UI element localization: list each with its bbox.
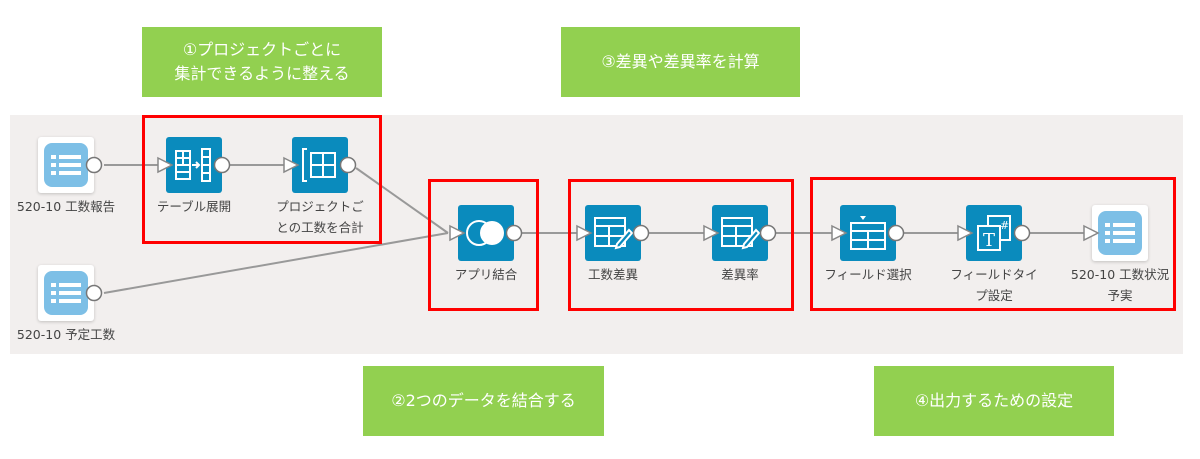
annotation-4: ④出力するための設定 (874, 366, 1114, 436)
node-sum[interactable] (292, 137, 348, 193)
svg-text:#: # (1000, 219, 1009, 232)
highlight-box-3 (568, 179, 794, 311)
output-port-icon[interactable] (887, 224, 905, 242)
input-port-icon[interactable] (575, 224, 593, 242)
node-join[interactable] (458, 205, 514, 261)
input-port-icon[interactable] (1082, 224, 1100, 242)
app-list-icon (44, 143, 88, 187)
node-label-output: 520-10 工数状況 予実 (1070, 267, 1170, 303)
output-port-icon[interactable] (632, 224, 650, 242)
node-label-join: アプリ結合 (454, 267, 518, 282)
output-port-icon[interactable] (85, 284, 103, 302)
node-diff[interactable] (585, 205, 641, 261)
node-output[interactable] (1092, 205, 1148, 261)
input-port-icon[interactable] (830, 224, 848, 242)
input-port-icon[interactable] (702, 224, 720, 242)
node-label-select: フィールド選択 (824, 267, 912, 282)
node-label-source2: 520-10 予定工数 (16, 327, 116, 342)
group-table-icon (300, 147, 340, 183)
app-list-icon (1098, 211, 1142, 255)
output-port-icon[interactable] (213, 156, 231, 174)
highlight-box-1 (142, 115, 382, 244)
node-label-rate: 差異率 (721, 267, 759, 282)
node-expand[interactable] (166, 137, 222, 193)
output-port-icon[interactable] (339, 156, 357, 174)
node-select[interactable] (840, 205, 896, 261)
node-label-source1: 520-10 工数報告 (16, 199, 116, 214)
output-port-icon[interactable] (505, 224, 523, 242)
highlight-box-2 (428, 179, 539, 311)
svg-text:T: T (983, 230, 995, 251)
field-select-icon (848, 215, 888, 251)
output-port-icon[interactable] (85, 156, 103, 174)
input-port-icon[interactable] (956, 224, 974, 242)
table-edit-icon (720, 216, 760, 250)
table-edit-icon (593, 216, 633, 250)
highlight-box-4 (810, 177, 1176, 311)
node-source2[interactable] (38, 265, 94, 321)
input-port-icon[interactable] (448, 224, 466, 242)
node-label-expand: テーブル展開 (156, 199, 232, 214)
node-label-sum: プロジェクトご との工数を合計 (276, 199, 364, 235)
join-circles-icon (466, 218, 506, 248)
node-source1[interactable] (38, 137, 94, 193)
annotation-3: ③差異や差異率を計算 (561, 27, 800, 97)
output-port-icon[interactable] (1013, 224, 1031, 242)
annotation-2: ②2つのデータを結合する (363, 366, 604, 436)
field-type-icon: #T (974, 214, 1014, 252)
input-port-icon[interactable] (156, 156, 174, 174)
table-expand-icon (174, 147, 214, 183)
output-port-icon[interactable] (759, 224, 777, 242)
input-port-icon[interactable] (282, 156, 300, 174)
annotation-1: ①プロジェクトごとに 集計できるように整える (142, 27, 382, 97)
node-type[interactable]: #T (966, 205, 1022, 261)
node-label-type: フィールドタイ プ設定 (950, 267, 1038, 303)
app-list-icon (44, 271, 88, 315)
node-label-diff: 工数差異 (587, 267, 638, 282)
node-rate[interactable] (712, 205, 768, 261)
